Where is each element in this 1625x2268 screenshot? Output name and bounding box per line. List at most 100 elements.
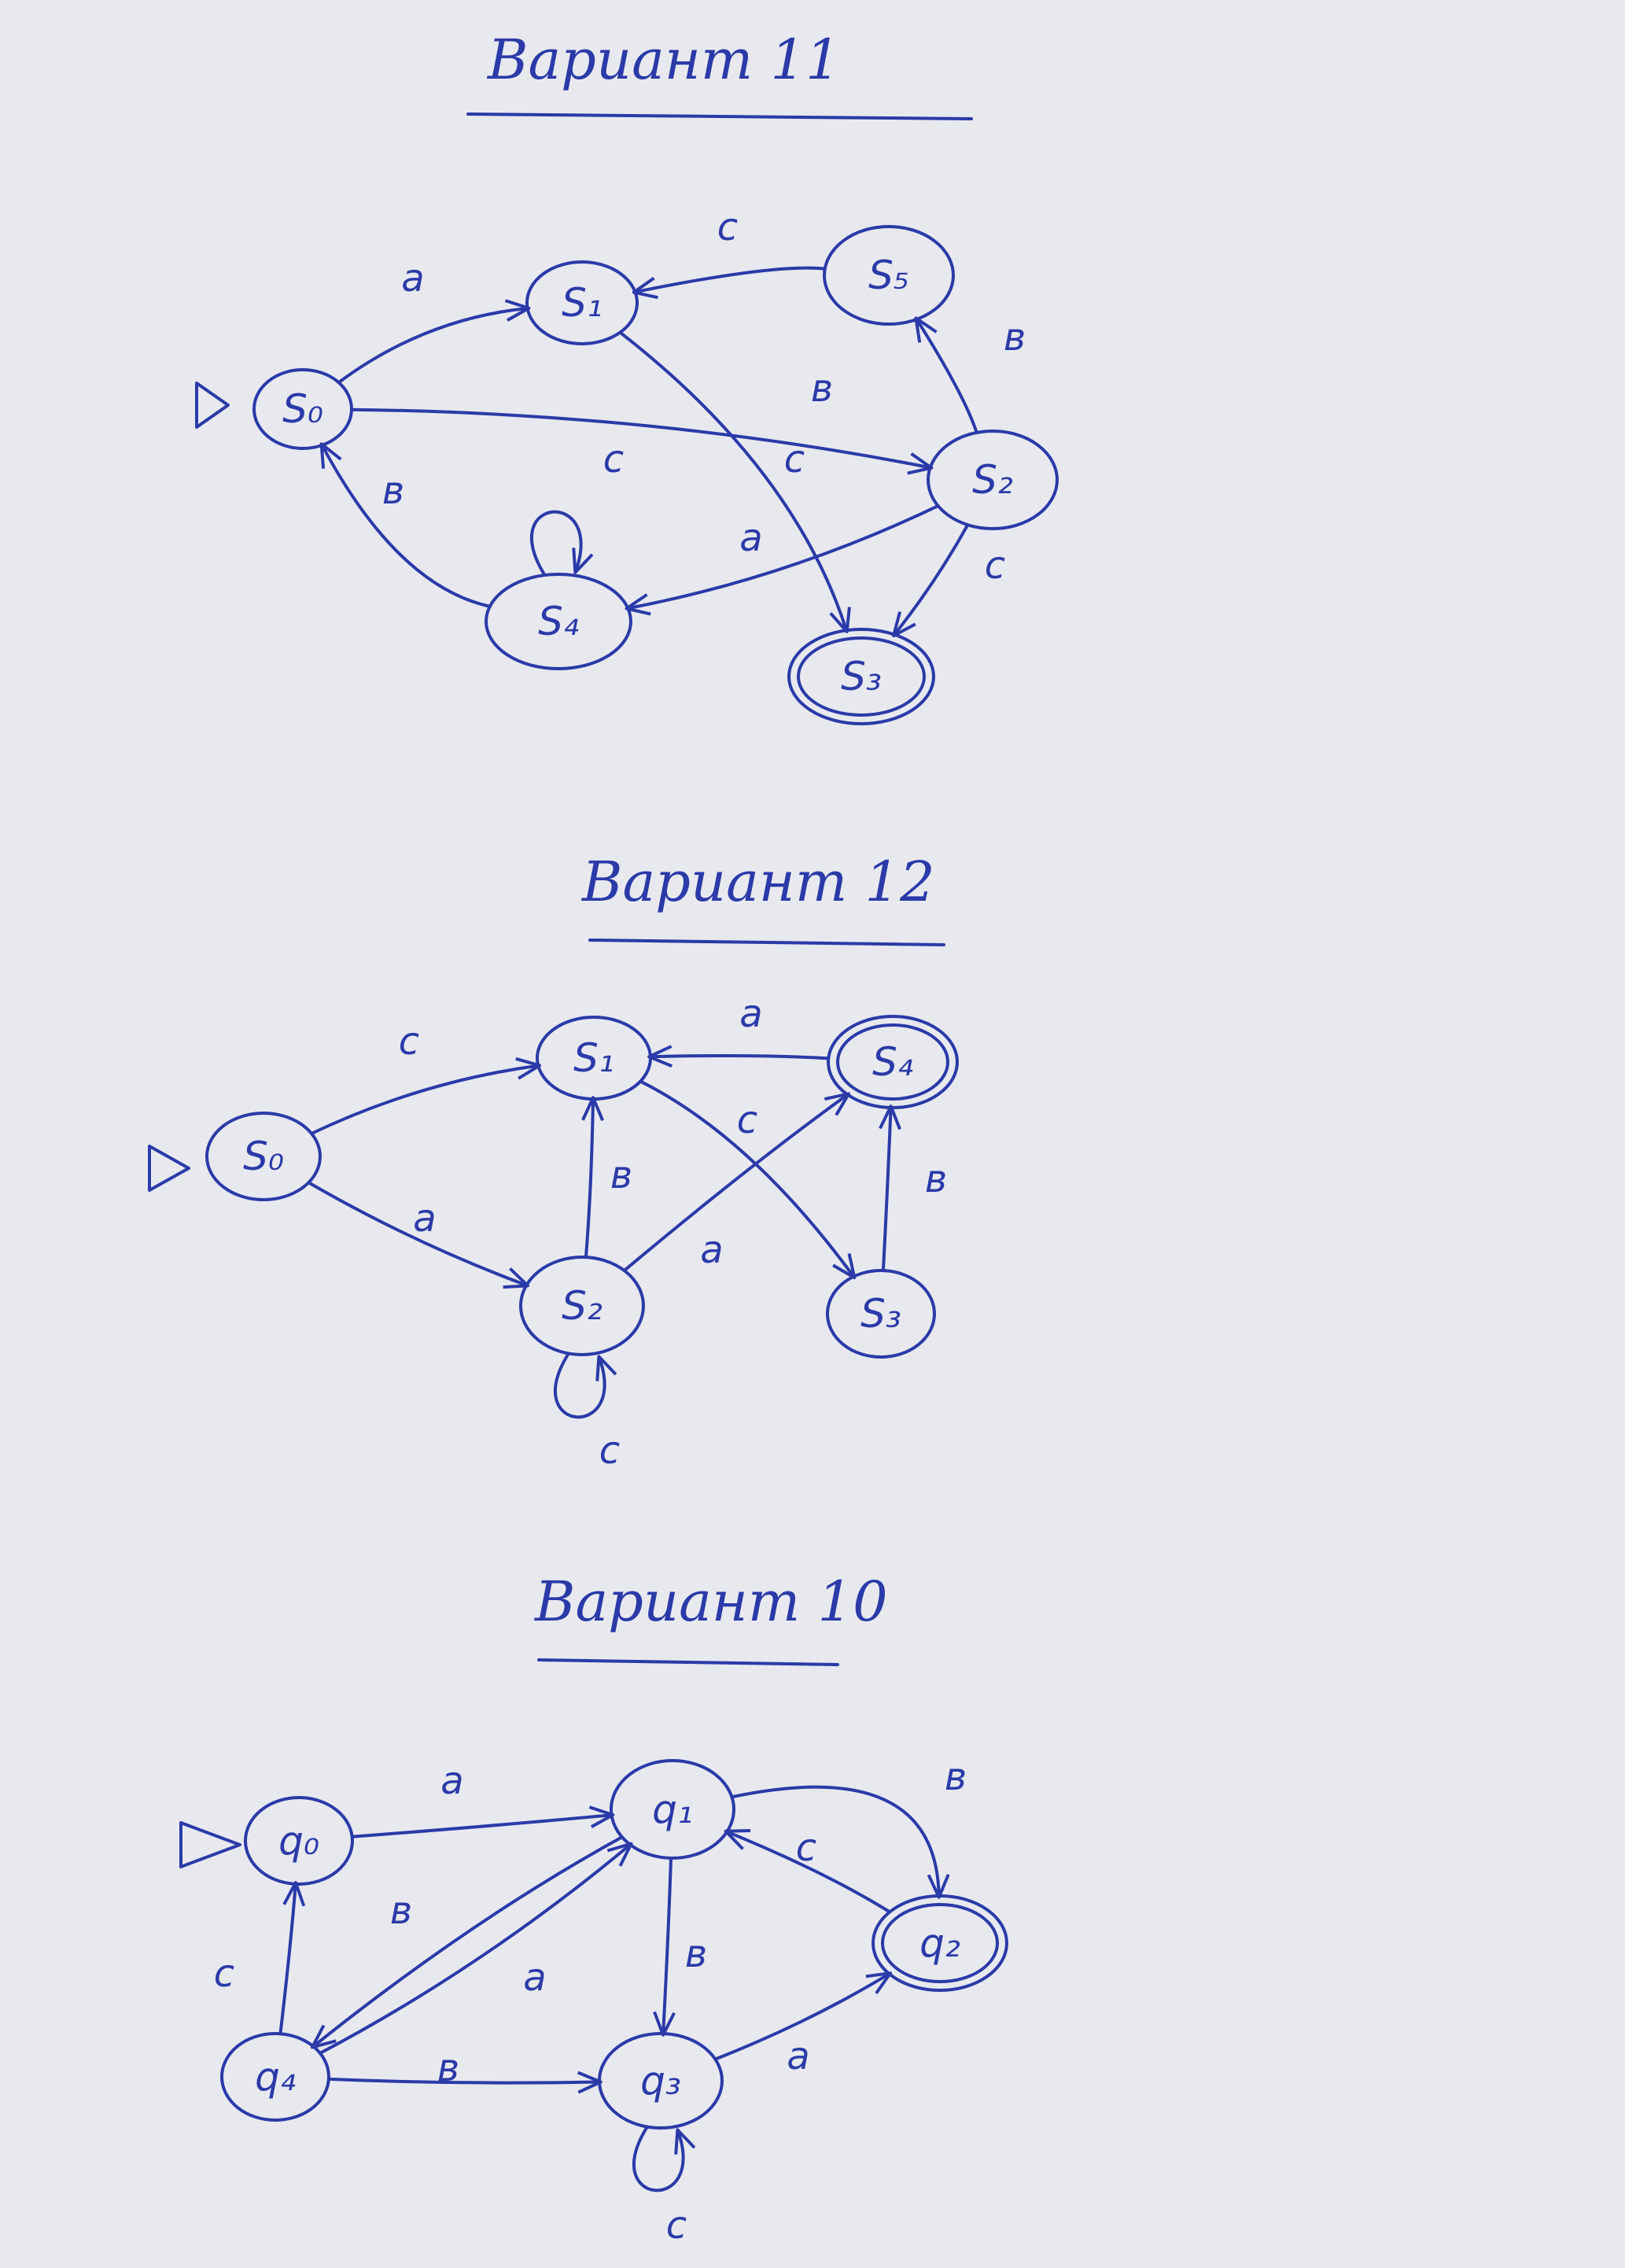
transition-edge (892, 523, 970, 638)
state-S1: S₁ (536, 1016, 652, 1101)
transition-S0-S1: a (337, 256, 531, 385)
transition-edge (713, 1971, 893, 2061)
transition-edge (349, 408, 934, 475)
variant-title: Вариант 10 (533, 1569, 888, 1634)
state-label: S₁ (562, 280, 602, 326)
state-S4: S₄ (827, 1015, 959, 1109)
state-label: S₄ (538, 599, 579, 644)
state-q1: q₁ (610, 1759, 735, 1860)
state-circle (536, 1016, 652, 1101)
transition-label: в (1004, 315, 1026, 360)
state-label: q₀ (278, 1818, 319, 1864)
title-underline (588, 939, 945, 946)
state-circle (525, 260, 639, 345)
transition-label: a (700, 1228, 723, 1272)
transition-edge (326, 2071, 602, 2094)
state-circle (244, 1796, 354, 1886)
state-label: S₀ (282, 386, 323, 432)
final-state-ring (881, 1903, 999, 1983)
state-q4: q₄ (220, 2032, 330, 2122)
initial-state-marker (179, 1821, 241, 1868)
state-label: S₅ (868, 253, 909, 298)
transition-q1-q3: в (653, 1856, 707, 2037)
transition-label: в (437, 2046, 459, 2090)
state-label: q₁ (652, 1787, 693, 1832)
state-circle (205, 1112, 322, 1201)
variant-title: Вариант 11 (486, 28, 841, 92)
state-label: S₃ (860, 1291, 901, 1337)
transition-label: в (945, 1755, 967, 1799)
self-loop-edge (554, 1353, 617, 1419)
transition-label: a (739, 516, 762, 560)
transition-S2-S4: a (625, 504, 940, 616)
transition-edge (307, 1181, 530, 1289)
initial-state-marker (148, 1145, 190, 1192)
state-circle (220, 2032, 330, 2122)
transition-q3-q2: a (713, 1971, 893, 2078)
state-label: q₂ (919, 1920, 960, 1966)
transition-q4-q3: в (326, 2046, 602, 2094)
transition-label: a (440, 1759, 463, 1803)
state-S2: S₂ (927, 430, 1059, 530)
transition-S4-S1: a (647, 992, 831, 1068)
state-S3: S₃ (826, 1269, 936, 1359)
transition-S2-S5: в (914, 315, 1026, 434)
transition-label: в (685, 1932, 707, 1976)
transition-S2-S1: в (581, 1096, 632, 1259)
transition-q0-q1: a (350, 1759, 615, 1838)
transition-edge (653, 1856, 676, 2037)
transition-label: a (787, 2034, 809, 2078)
state-label: S₄ (872, 1039, 913, 1085)
state-S4: S₄ (485, 573, 632, 670)
transition-S4-S0: в (319, 442, 492, 608)
transition-edge (318, 1842, 633, 2055)
state-circle (598, 2032, 724, 2130)
final-state-ring (797, 636, 926, 717)
final-state-ring (836, 1023, 949, 1101)
transition-q1-q4: в (310, 1835, 624, 2049)
transition-S1-S3: c (639, 1079, 857, 1280)
transition-q1-q2: в (730, 1755, 967, 1899)
state-label: S₂ (562, 1283, 602, 1329)
transition-S4-S4: c (530, 437, 624, 576)
transition-label: в (811, 367, 833, 411)
transition-S2-S4: a (622, 1092, 851, 1273)
state-label: S₂ (972, 457, 1013, 503)
transition-q2-q1: c (724, 1826, 892, 1914)
transition-label: c (666, 2203, 687, 2248)
transition-label: a (739, 992, 762, 1036)
transition-S0-S2: a (307, 1181, 530, 1289)
transition-q4-q1: a (318, 1842, 633, 2055)
transition-S0-S1: c (310, 1020, 542, 1135)
transition-q3-q3: c (632, 2126, 696, 2248)
transition-edge (278, 1881, 306, 2036)
transition-edge (319, 442, 492, 608)
state-S3: S₃ (787, 628, 935, 725)
state-circle (826, 1269, 936, 1359)
transition-label: c (737, 1098, 757, 1142)
transition-label: c (603, 437, 624, 481)
transition-S2-S3: c (892, 523, 1005, 638)
transition-label: в (390, 1889, 412, 1933)
state-label: S₀ (243, 1134, 284, 1179)
transition-label: c (599, 1429, 620, 1473)
state-circle (485, 573, 632, 670)
state-q0: q₀ (179, 1796, 354, 1886)
state-circle (823, 225, 955, 326)
transition-label: c (985, 544, 1005, 588)
state-label: S₁ (573, 1035, 614, 1081)
transition-label: a (523, 1956, 546, 2000)
transition-edge (647, 1045, 831, 1068)
state-circle (519, 1256, 645, 1356)
state-S0: S₀ (195, 368, 353, 450)
title-underline (466, 112, 973, 120)
state-circle (827, 1015, 959, 1109)
state-S2: S₂ (519, 1256, 645, 1356)
transition-label: c (717, 205, 738, 249)
transition-edge (914, 316, 978, 434)
transition-edge (724, 1829, 892, 1914)
transition-S2-S2: c (554, 1353, 620, 1473)
transition-edge (310, 1057, 542, 1135)
state-q3: q₃ (598, 2032, 724, 2130)
